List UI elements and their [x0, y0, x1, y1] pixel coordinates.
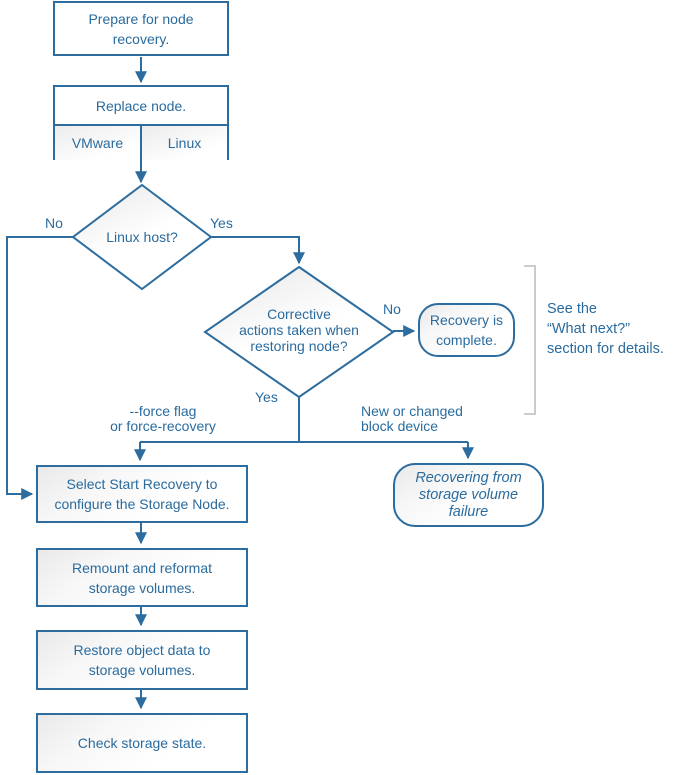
step-text: Check storage state.: [77, 735, 207, 751]
step-text: Restore object data to: [73, 642, 211, 658]
note-bracket: [524, 265, 536, 415]
decision-text: actions taken when: [239, 322, 359, 338]
connector-linuxhost-no: [6, 236, 73, 500]
terminator-recovering-storage-volume: Recovering from storage volume failure: [393, 463, 544, 527]
edge-text: Yes: [255, 389, 278, 405]
option-text: Linux: [167, 135, 202, 151]
edge-label-yes-corrective: Yes: [255, 390, 278, 405]
edge-label-no-corrective: No: [383, 302, 401, 317]
step-text: Remount and reformat: [71, 559, 213, 576]
replace-node-options: VMware Linux: [55, 126, 227, 160]
connector-linuxhost-yes: [211, 236, 305, 265]
edge-text: New or changed: [361, 403, 463, 419]
step-replace-node: Replace node. VMware Linux: [53, 85, 229, 160]
what-next-note: See the “What next?” section for details…: [547, 299, 664, 359]
step-text: configure the Storage Node.: [54, 496, 230, 512]
edge-text: Yes: [210, 215, 233, 231]
step-text: storage volume: [418, 486, 519, 503]
step-remount-reformat: Remount and reformat storage volumes.: [36, 548, 248, 607]
terminator-recovery-complete: Recovery is complete.: [418, 303, 515, 357]
replace-node-title: Replace node.: [55, 87, 227, 126]
step-text: failure: [448, 503, 489, 520]
option-vmware: VMware: [55, 126, 142, 160]
step-text: storage volumes.: [88, 662, 196, 678]
decision-text: Corrective: [267, 306, 331, 322]
step-text: Recovering from: [415, 469, 522, 486]
decision-text: restoring node?: [250, 338, 348, 354]
edge-label-no-linux: No: [45, 216, 63, 231]
edge-label-block-device: New or changed block device: [361, 404, 463, 434]
step-text: Prepare for node: [88, 10, 194, 27]
step-prepare-node-recovery: Prepare for node recovery.: [53, 1, 229, 56]
edge-label-yes-linux: Yes: [210, 216, 233, 231]
option-text: VMware: [71, 135, 124, 151]
decision-linux-host-label: Linux host?: [82, 229, 202, 245]
edge-text: No: [45, 215, 63, 231]
step-text: Select Start Recovery to: [66, 476, 218, 492]
step-check-storage-state: Check storage state.: [36, 713, 248, 773]
step-select-start-recovery: Select Start Recovery to configure the S…: [36, 465, 248, 523]
decision-corrective-actions: [203, 265, 395, 399]
option-linux: Linux: [142, 126, 227, 160]
edge-label-force-flag: --force flag or force-recovery: [96, 404, 230, 434]
step-text: complete.: [436, 332, 497, 348]
decision-corrective-actions-label: Corrective actions taken when restoring …: [219, 306, 379, 354]
note-text: section for details.: [547, 341, 664, 357]
step-text: Recovery is: [429, 312, 504, 328]
note-text: See the: [547, 301, 597, 317]
step-restore-object-data: Restore object data to storage volumes.: [36, 630, 248, 690]
edge-text: --force flag: [129, 403, 197, 419]
edge-text: or force-recovery: [110, 418, 216, 434]
step-text: Replace node.: [95, 97, 187, 114]
step-text: storage volumes.: [88, 579, 196, 596]
step-text: recovery.: [112, 30, 170, 47]
decision-linux-host: [71, 183, 213, 291]
edge-text: block device: [361, 418, 439, 434]
note-text: “What next?”: [547, 321, 630, 337]
edge-text: No: [383, 301, 401, 317]
decision-text: Linux host?: [106, 229, 178, 245]
